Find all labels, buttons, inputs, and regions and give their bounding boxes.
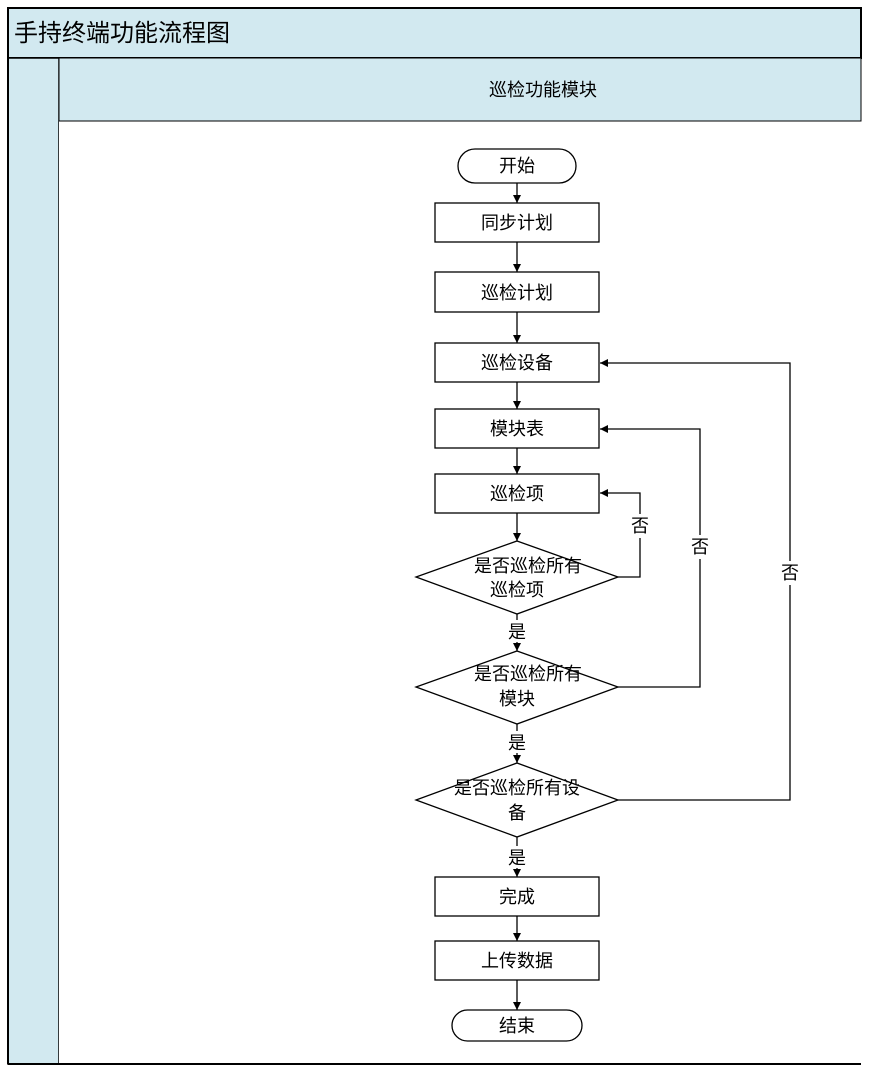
module-table-box (434, 408, 600, 449)
decision-items-label-line2: 巡检项 (490, 580, 544, 601)
modules-yes-label: 是 (508, 733, 526, 754)
module-table-label: 模块表 (490, 419, 544, 440)
edge-label-masks (506, 514, 802, 868)
mask-items-yes (506, 620, 528, 642)
start-label: 开始 (499, 156, 535, 177)
complete-label: 完成 (499, 887, 535, 908)
items-yes-label: 是 (508, 622, 526, 643)
left-lane-strip (7, 57, 60, 1065)
pool-header-background (7, 7, 862, 59)
decision-all-devices-diamond (414, 762, 620, 838)
nodes (414, 148, 620, 1042)
end-label: 结束 (499, 1016, 535, 1037)
sync-plan-label: 同步计划 (481, 213, 553, 234)
mask-devices-no (778, 561, 802, 585)
inspection-item-label: 巡检项 (490, 484, 544, 505)
inspection-plan-label: 巡检计划 (481, 283, 553, 304)
decision-all-modules-diamond (414, 650, 620, 725)
mask-items-no (628, 514, 652, 538)
end-terminal (451, 1009, 583, 1042)
inspection-plan-box (434, 271, 600, 313)
devices-yes-label: 是 (508, 848, 526, 869)
mask-modules-no (688, 535, 712, 559)
upload-data-label: 上传数据 (481, 951, 553, 972)
decision-devices-label-line1: 是否巡检所有设 (454, 778, 580, 799)
decision-devices-label-line2: 备 (508, 803, 526, 824)
start-terminal (457, 148, 577, 184)
modules-no-label: 否 (691, 537, 709, 558)
mask-devices-yes (506, 846, 528, 868)
decision-modules-label-line1: 是否巡检所有 (474, 664, 582, 685)
lane-header-background (58, 57, 862, 122)
sync-plan-box (434, 202, 600, 243)
decision-modules-label-line2: 模块 (499, 689, 535, 710)
node-labels: 开始 同步计划 巡检计划 巡检设备 模块表 巡检项 是否巡检所有 巡检项 是否巡… (454, 156, 582, 1037)
edge-labels: 是 是 是 否 否 否 (508, 516, 799, 869)
inspection-device-label: 巡检设备 (481, 353, 553, 374)
devices-no-label: 否 (781, 563, 799, 584)
items-no-label: 否 (631, 516, 649, 537)
decision-items-label-line1: 是否巡检所有 (474, 556, 582, 577)
upload-data-box (434, 940, 600, 981)
lane-title: 巡检功能模块 (489, 80, 597, 101)
mask-modules-yes (506, 731, 528, 753)
inspection-device-box (434, 342, 600, 383)
inspection-item-box (434, 473, 600, 514)
complete-box (434, 876, 600, 917)
pool-title: 手持终端功能流程图 (14, 19, 230, 47)
decision-all-items-diamond (414, 540, 620, 615)
